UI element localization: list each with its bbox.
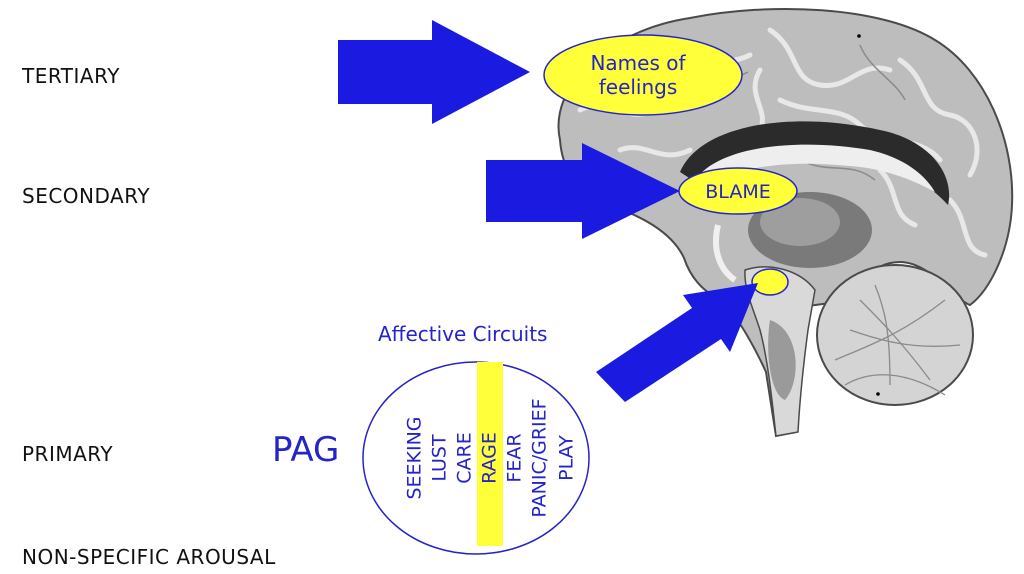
circuit-label-lust: LUST [429, 434, 451, 482]
corpus-callosum [680, 121, 950, 205]
level-tertiary: TERTIARY [22, 64, 120, 88]
circuit-label-play: PLAY [556, 435, 578, 481]
blame-oval [678, 167, 798, 215]
level-secondary: SECONDARY [22, 184, 151, 208]
arrow-tertiary [338, 20, 530, 124]
names-of-feelings-oval [543, 34, 743, 116]
circuit-label-seeking: SEEKING [404, 416, 426, 499]
affective-circuits-title: Affective Circuits [378, 322, 548, 346]
circuit-label-rage: RAGE [479, 432, 501, 484]
marker-dot-bottom [876, 392, 880, 396]
level-primary: PRIMARY [22, 442, 114, 466]
pag-label: PAG [272, 430, 340, 470]
level-nonspecific-arousal: NON-SPECIFIC AROUSAL [22, 545, 276, 569]
circuit-label-fear: FEAR [504, 433, 526, 482]
cerebellum [816, 264, 974, 406]
rage-highlight-bar [477, 362, 503, 546]
affective-circuits-oval [362, 361, 590, 555]
thalamus-inner [760, 198, 840, 246]
brain-illustration [557, 7, 1014, 438]
names-of-feelings-line2: feelings [599, 75, 678, 99]
amygdala-highlight [751, 268, 789, 296]
marker-dot-top [857, 34, 861, 38]
fornix [713, 224, 737, 283]
callosum-highlight [695, 144, 935, 192]
circuit-label-panic-grief: PANIC/GRIEF [529, 398, 551, 517]
pons [768, 320, 796, 400]
arrow-primary [596, 283, 758, 402]
arrow-secondary [486, 143, 680, 239]
names-of-feelings-line1: Names of [590, 51, 686, 75]
arbor-vitae [834, 284, 961, 396]
circuit-label-care: CARE [454, 432, 476, 483]
blame-label: BLAME [705, 181, 770, 203]
